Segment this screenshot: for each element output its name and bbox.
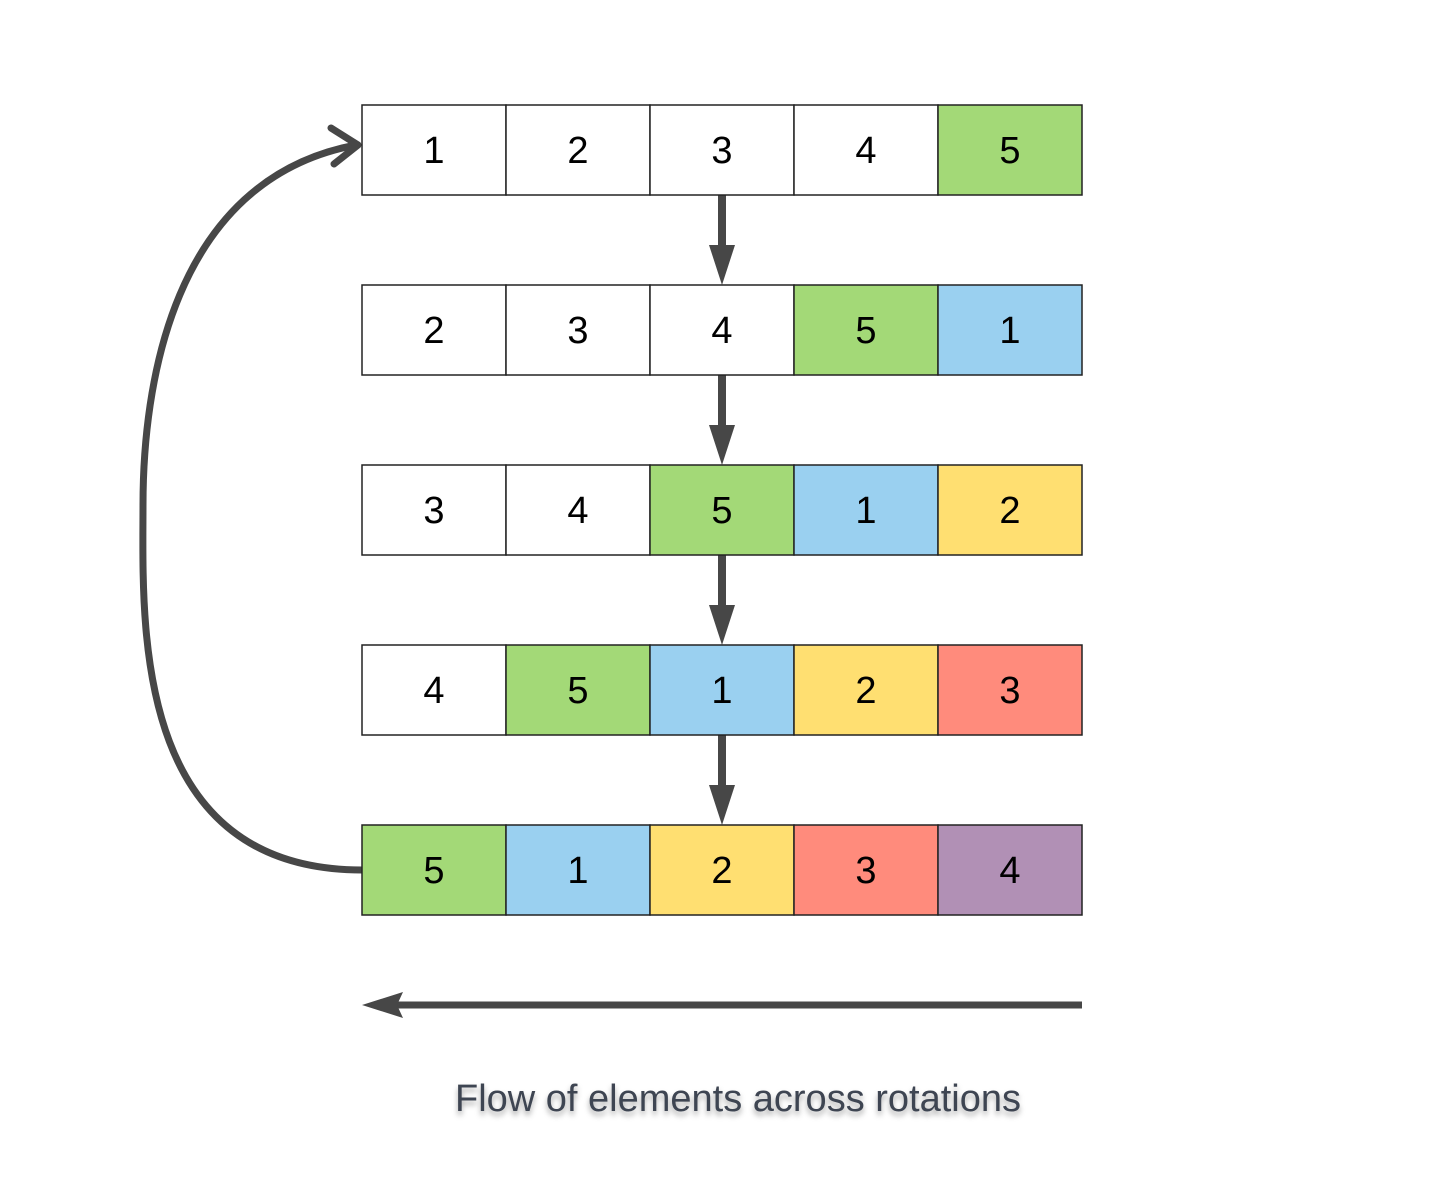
cell-value: 3 [855,850,876,892]
array-row: 3 4 5 1 2 [361,464,1083,556]
cell-value: 4 [999,850,1020,892]
array-cell: 4 [937,824,1083,916]
cell-box [937,644,1083,736]
array-cell: 2 [649,824,795,916]
array-cell: 4 [361,644,507,736]
cell-value: 2 [711,850,732,892]
cell-box [793,284,939,376]
left-arrow [362,992,1082,1018]
cell-value: 2 [567,130,588,172]
connectors [139,124,1082,1018]
cell-box [649,104,795,196]
cell-value: 1 [711,670,732,712]
cell-box [649,824,795,916]
cell-box [505,644,651,736]
array-cell: 5 [793,284,939,376]
cell-value: 1 [999,310,1020,352]
array-row: 4 5 1 2 3 [361,644,1083,736]
cell-box [505,824,651,916]
cell-box [505,464,651,556]
array-cell: 5 [361,824,507,916]
cell-box [649,644,795,736]
array-cell: 1 [505,824,651,916]
array-cell: 3 [505,284,651,376]
cell-value: 4 [423,670,444,712]
cell-box [937,464,1083,556]
cell-box [937,284,1083,376]
cell-value: 5 [567,670,588,712]
cell-value: 1 [423,130,444,172]
array-cell: 1 [793,464,939,556]
array-rows: 1 2 3 4 5 2 3 4 5 1 3 4 5 1 2 4 5 1 2 3 5 1 2 3 4 [361,104,1083,916]
array-row: 5 1 2 3 4 [361,824,1083,916]
wraparound-arrow [139,124,366,874]
cell-box [937,104,1083,196]
array-cell: 1 [649,644,795,736]
array-cell: 4 [649,284,795,376]
array-cell: 3 [937,644,1083,736]
cell-value: 5 [999,130,1020,172]
cell-box [505,284,651,376]
cell-value: 3 [711,130,732,172]
cell-value: 3 [567,310,588,352]
array-cell: 3 [793,824,939,916]
array-cell: 1 [937,284,1083,376]
cell-box [361,284,507,376]
array-cell: 3 [361,464,507,556]
cell-value: 1 [567,850,588,892]
array-cell: 5 [649,464,795,556]
array-cell: 5 [505,644,651,736]
cell-box [361,464,507,556]
array-row: 2 3 4 5 1 [361,284,1083,376]
array-cell: 4 [793,104,939,196]
down-arrow [709,195,735,285]
cell-value: 4 [711,310,732,352]
array-cell: 1 [361,104,507,196]
array-cell: 2 [937,464,1083,556]
cell-box [361,644,507,736]
cell-box [649,284,795,376]
cell-box [793,824,939,916]
down-arrow [709,375,735,465]
cell-value: 4 [855,130,876,172]
array-cell: 5 [937,104,1083,196]
array-cell: 3 [649,104,795,196]
cell-value: 2 [999,490,1020,532]
array-row: 1 2 3 4 5 [361,104,1083,196]
cell-value: 3 [423,490,444,532]
diagram-caption: Flow of elements across rotations [454,1078,1021,1120]
array-cell: 2 [361,284,507,376]
cell-box [361,104,507,196]
array-cell: 4 [505,464,651,556]
cell-value: 3 [999,670,1020,712]
cell-value: 4 [567,490,588,532]
cell-value: 2 [855,670,876,712]
cell-value: 1 [855,490,876,532]
cell-box [505,104,651,196]
cell-box [361,824,507,916]
array-cell: 2 [793,644,939,736]
cell-box [937,824,1083,916]
cell-value: 5 [423,850,444,892]
down-arrow [709,735,735,825]
down-arrow [709,555,735,645]
cell-value: 5 [855,310,876,352]
array-cell: 2 [505,104,651,196]
cell-value: 2 [423,310,444,352]
cell-value: 5 [711,490,732,532]
